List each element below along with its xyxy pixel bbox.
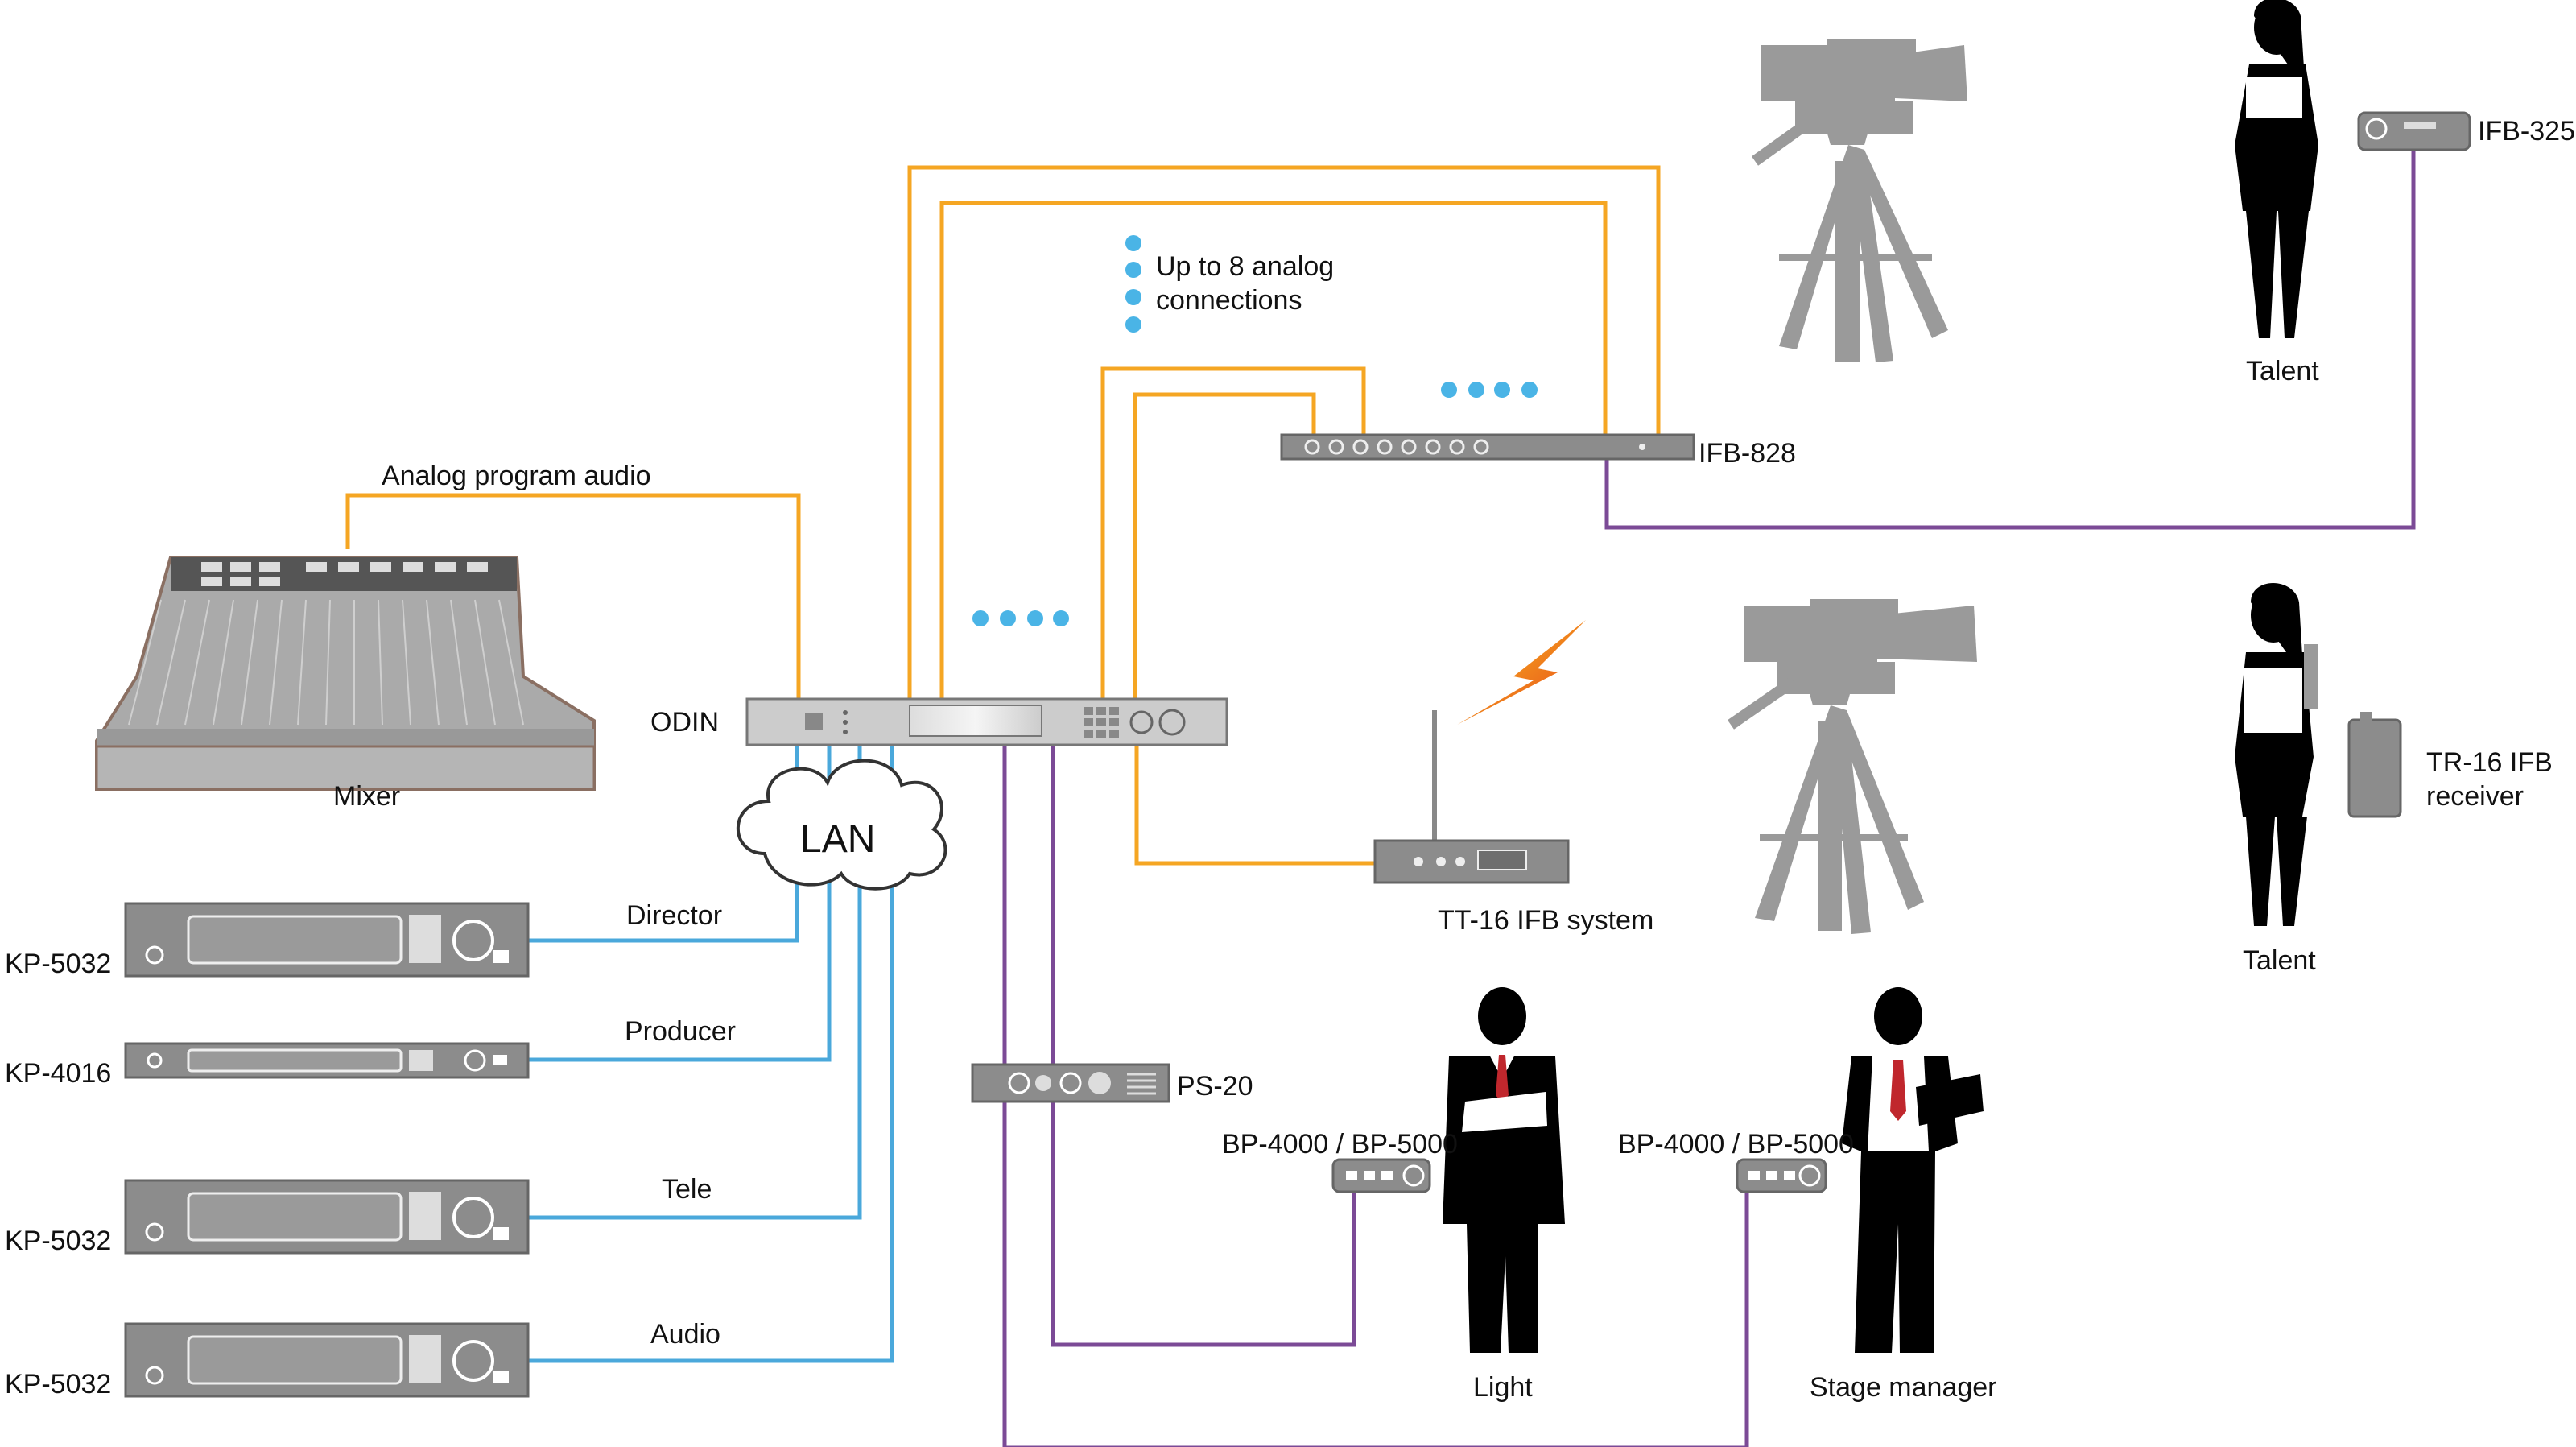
- tr16-label-line2: receiver: [2426, 781, 2524, 812]
- ps20-device: [971, 1063, 1170, 1103]
- kp-role-label: Audio: [650, 1319, 720, 1350]
- kp-model-label: KP-5032: [5, 1226, 111, 1256]
- analog-cable-odin-tt16: [1134, 745, 1383, 866]
- dot: [1521, 382, 1538, 398]
- analog-cables: [345, 165, 1661, 866]
- analog-program-audio-label: Analog program audio: [382, 461, 651, 491]
- lan-cable-odin-audio: [528, 745, 894, 1363]
- ps20-label: PS-20: [1177, 1071, 1253, 1102]
- analog-cable-odin-ifb325-outer: [907, 165, 1661, 699]
- kp-model-label: KP-5032: [5, 1369, 111, 1399]
- camera-on-tripod-icon: [1728, 599, 1977, 934]
- kp-role-label: Director: [626, 900, 722, 931]
- odin-frame: [745, 697, 1228, 746]
- dot: [1441, 382, 1457, 398]
- ifb-828-device: [1280, 433, 1695, 461]
- kp-role-label: Tele: [662, 1174, 712, 1205]
- up-to-8-label-line1: Up to 8 analog: [1156, 251, 1334, 282]
- kp-model-label: KP-4016: [5, 1058, 111, 1089]
- person-silhouette-icon: [1842, 987, 1984, 1353]
- tr16-receiver-device: [2347, 712, 2402, 818]
- wireless-cables: [1002, 150, 2416, 1447]
- text-labels: Analog program audio Up to 8 analog conn…: [5, 116, 2575, 1403]
- bp-light-label: BP-4000 / BP-5000: [1222, 1129, 1458, 1160]
- lan-label: LAN: [800, 818, 875, 861]
- analog-cable-odin-ifb828-a: [1100, 366, 1366, 699]
- kp-panel-tele: [124, 1179, 530, 1255]
- dot: [1468, 382, 1484, 398]
- dot: [1053, 610, 1069, 626]
- person-silhouette-icon: [2235, 0, 2318, 338]
- kp-panel-director: [124, 902, 530, 978]
- purple-cable-ifb828-ifb325: [1604, 150, 2416, 530]
- person-label: Talent: [2243, 945, 2316, 976]
- tt16-transmitter: [1373, 710, 1570, 884]
- analog-cable-mixer-odin: [345, 493, 801, 699]
- person-silhouette-icon: [2235, 583, 2318, 926]
- person-label: Talent: [2246, 356, 2319, 387]
- person-silhouette-icon: [1443, 987, 1565, 1353]
- bp-stage-label: BP-4000 / BP-5000: [1618, 1129, 1854, 1160]
- analog-cable-odin-ifb828-outer: [939, 201, 1608, 699]
- kp-role-label: Producer: [625, 1016, 736, 1047]
- lan-cable-odin-tele: [528, 745, 862, 1220]
- dot: [972, 610, 989, 626]
- dot: [1125, 262, 1141, 278]
- ifb-325-device: [2357, 111, 2471, 151]
- tr16-label-line1: TR-16 IFB: [2426, 747, 2553, 778]
- tt16-label: TT-16 IFB system: [1438, 905, 1653, 936]
- dot: [1125, 316, 1141, 333]
- odin-label: ODIN: [650, 707, 719, 738]
- up-to-8-label-line2: connections: [1156, 285, 1302, 316]
- analog-cable-odin-ifb828-b: [1133, 392, 1316, 699]
- camera-on-tripod-icon: [1751, 39, 1967, 362]
- dot: [1000, 610, 1016, 626]
- person-label: Light: [1473, 1372, 1533, 1403]
- lan-cloud-icon: [736, 759, 947, 891]
- dot: [1125, 235, 1141, 251]
- kp-model-label: KP-5032: [5, 949, 111, 979]
- mixer-console-icon: [95, 556, 596, 791]
- person-label: Stage manager: [1810, 1372, 1997, 1403]
- dot: [1494, 382, 1510, 398]
- lightning-bolt-icon: [1457, 620, 1586, 725]
- dot: [1125, 289, 1141, 305]
- kp-panel-audio: [124, 1322, 530, 1398]
- connection-dots: [972, 235, 1538, 626]
- ifb-325-label: IFB-325: [2478, 116, 2575, 147]
- purple-cable-odin-bp-light: [1051, 745, 1356, 1347]
- bp-beltpack-light: [1331, 1158, 1431, 1193]
- ifb-828-label: IFB-828: [1699, 438, 1796, 469]
- mixer-label: Mixer: [333, 781, 400, 812]
- bp-beltpack-stage: [1736, 1158, 1827, 1193]
- dot: [1027, 610, 1043, 626]
- kp-panel-producer: [124, 1042, 530, 1079]
